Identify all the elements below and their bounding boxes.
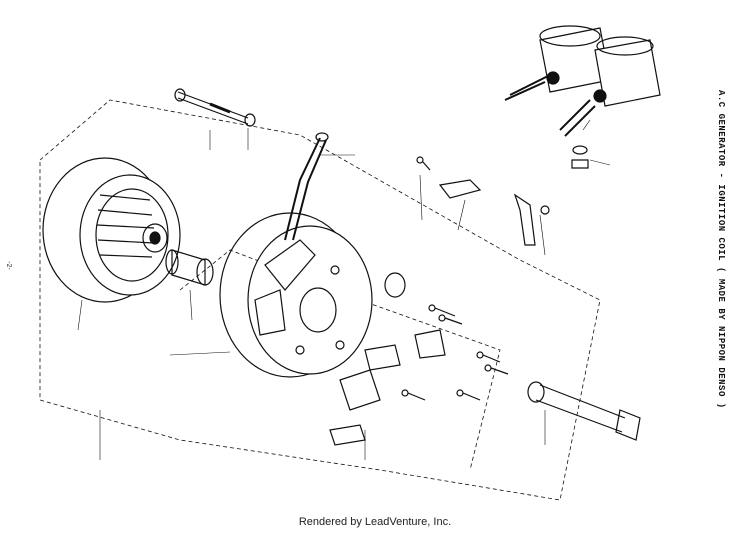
footer-credit: Rendered by LeadVenture, Inc.: [298, 516, 452, 528]
rotor-bolt: [174, 88, 256, 127]
mounting-brackets: [438, 179, 550, 246]
screw-set: [401, 156, 509, 401]
flywheel-rotor: [42, 157, 181, 303]
leader-lines: [77, 119, 611, 460]
side-title-text: A.C GENERATOR - IGNITION COIL ( MADE BY …: [716, 90, 726, 409]
stator-bolt: [527, 381, 641, 441]
rotor-sleeve: [165, 249, 214, 286]
stator-plate: [219, 212, 373, 378]
diagram-side-title: A.C GENERATOR - IGNITION COIL ( MADE BY …: [710, 90, 730, 420]
nut-washer: [571, 145, 589, 169]
wire-grommet: [284, 132, 329, 241]
ignition-coils: [504, 25, 661, 137]
edge-mark: -2-: [4, 261, 12, 270]
